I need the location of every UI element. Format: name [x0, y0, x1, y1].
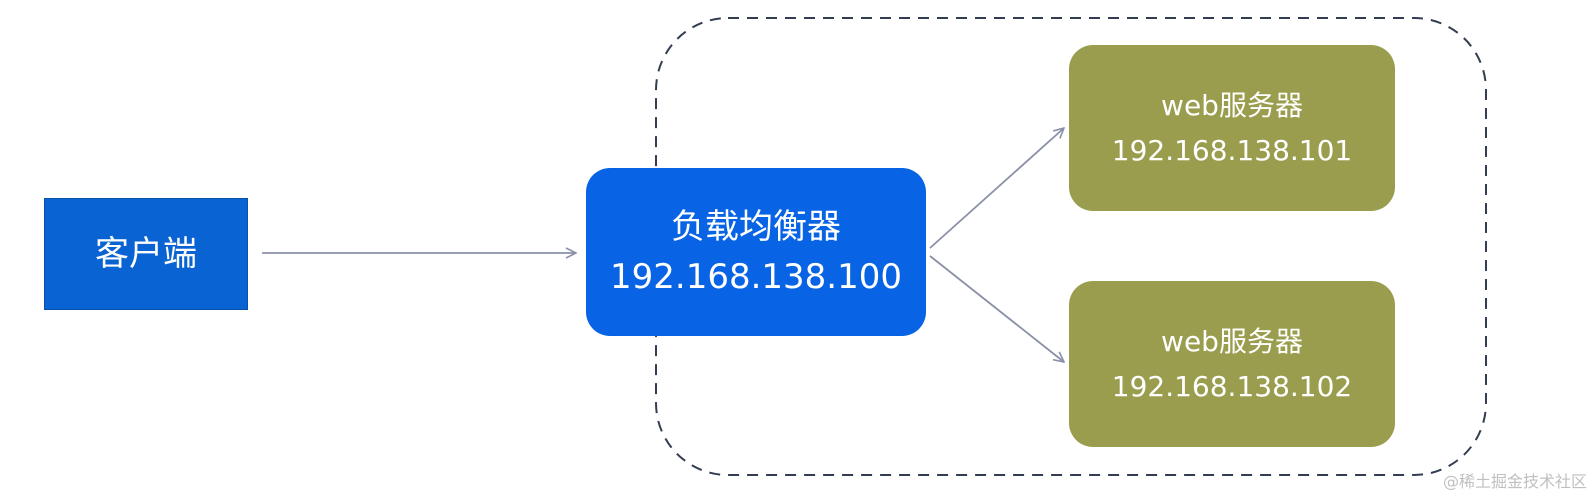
web-server-node-2: web服务器 192.168.138.102	[1069, 281, 1395, 447]
load-balancer-ip: 192.168.138.100	[609, 257, 902, 297]
client-node: 客户端	[44, 198, 248, 310]
web-server-2-ip: 192.168.138.102	[1111, 370, 1353, 403]
web-server-2-label: web服务器	[1161, 325, 1303, 358]
web-server-1-ip: 192.168.138.101	[1111, 134, 1353, 167]
web-server-node-1: web服务器 192.168.138.101	[1069, 45, 1395, 211]
web-server-1-label: web服务器	[1161, 89, 1303, 122]
load-balancer-label: 负载均衡器	[671, 206, 841, 247]
client-label: 客户端	[95, 233, 197, 274]
load-balancer-to-web-server-2-arrow	[929, 255, 1064, 362]
server-cluster-boundary	[655, 17, 1487, 476]
watermark: @稀土掘金技术社区	[1442, 472, 1587, 491]
load-balancer-to-web-server-1-arrow	[929, 128, 1064, 249]
load-balancer-node: 负载均衡器 192.168.138.100	[586, 168, 926, 336]
